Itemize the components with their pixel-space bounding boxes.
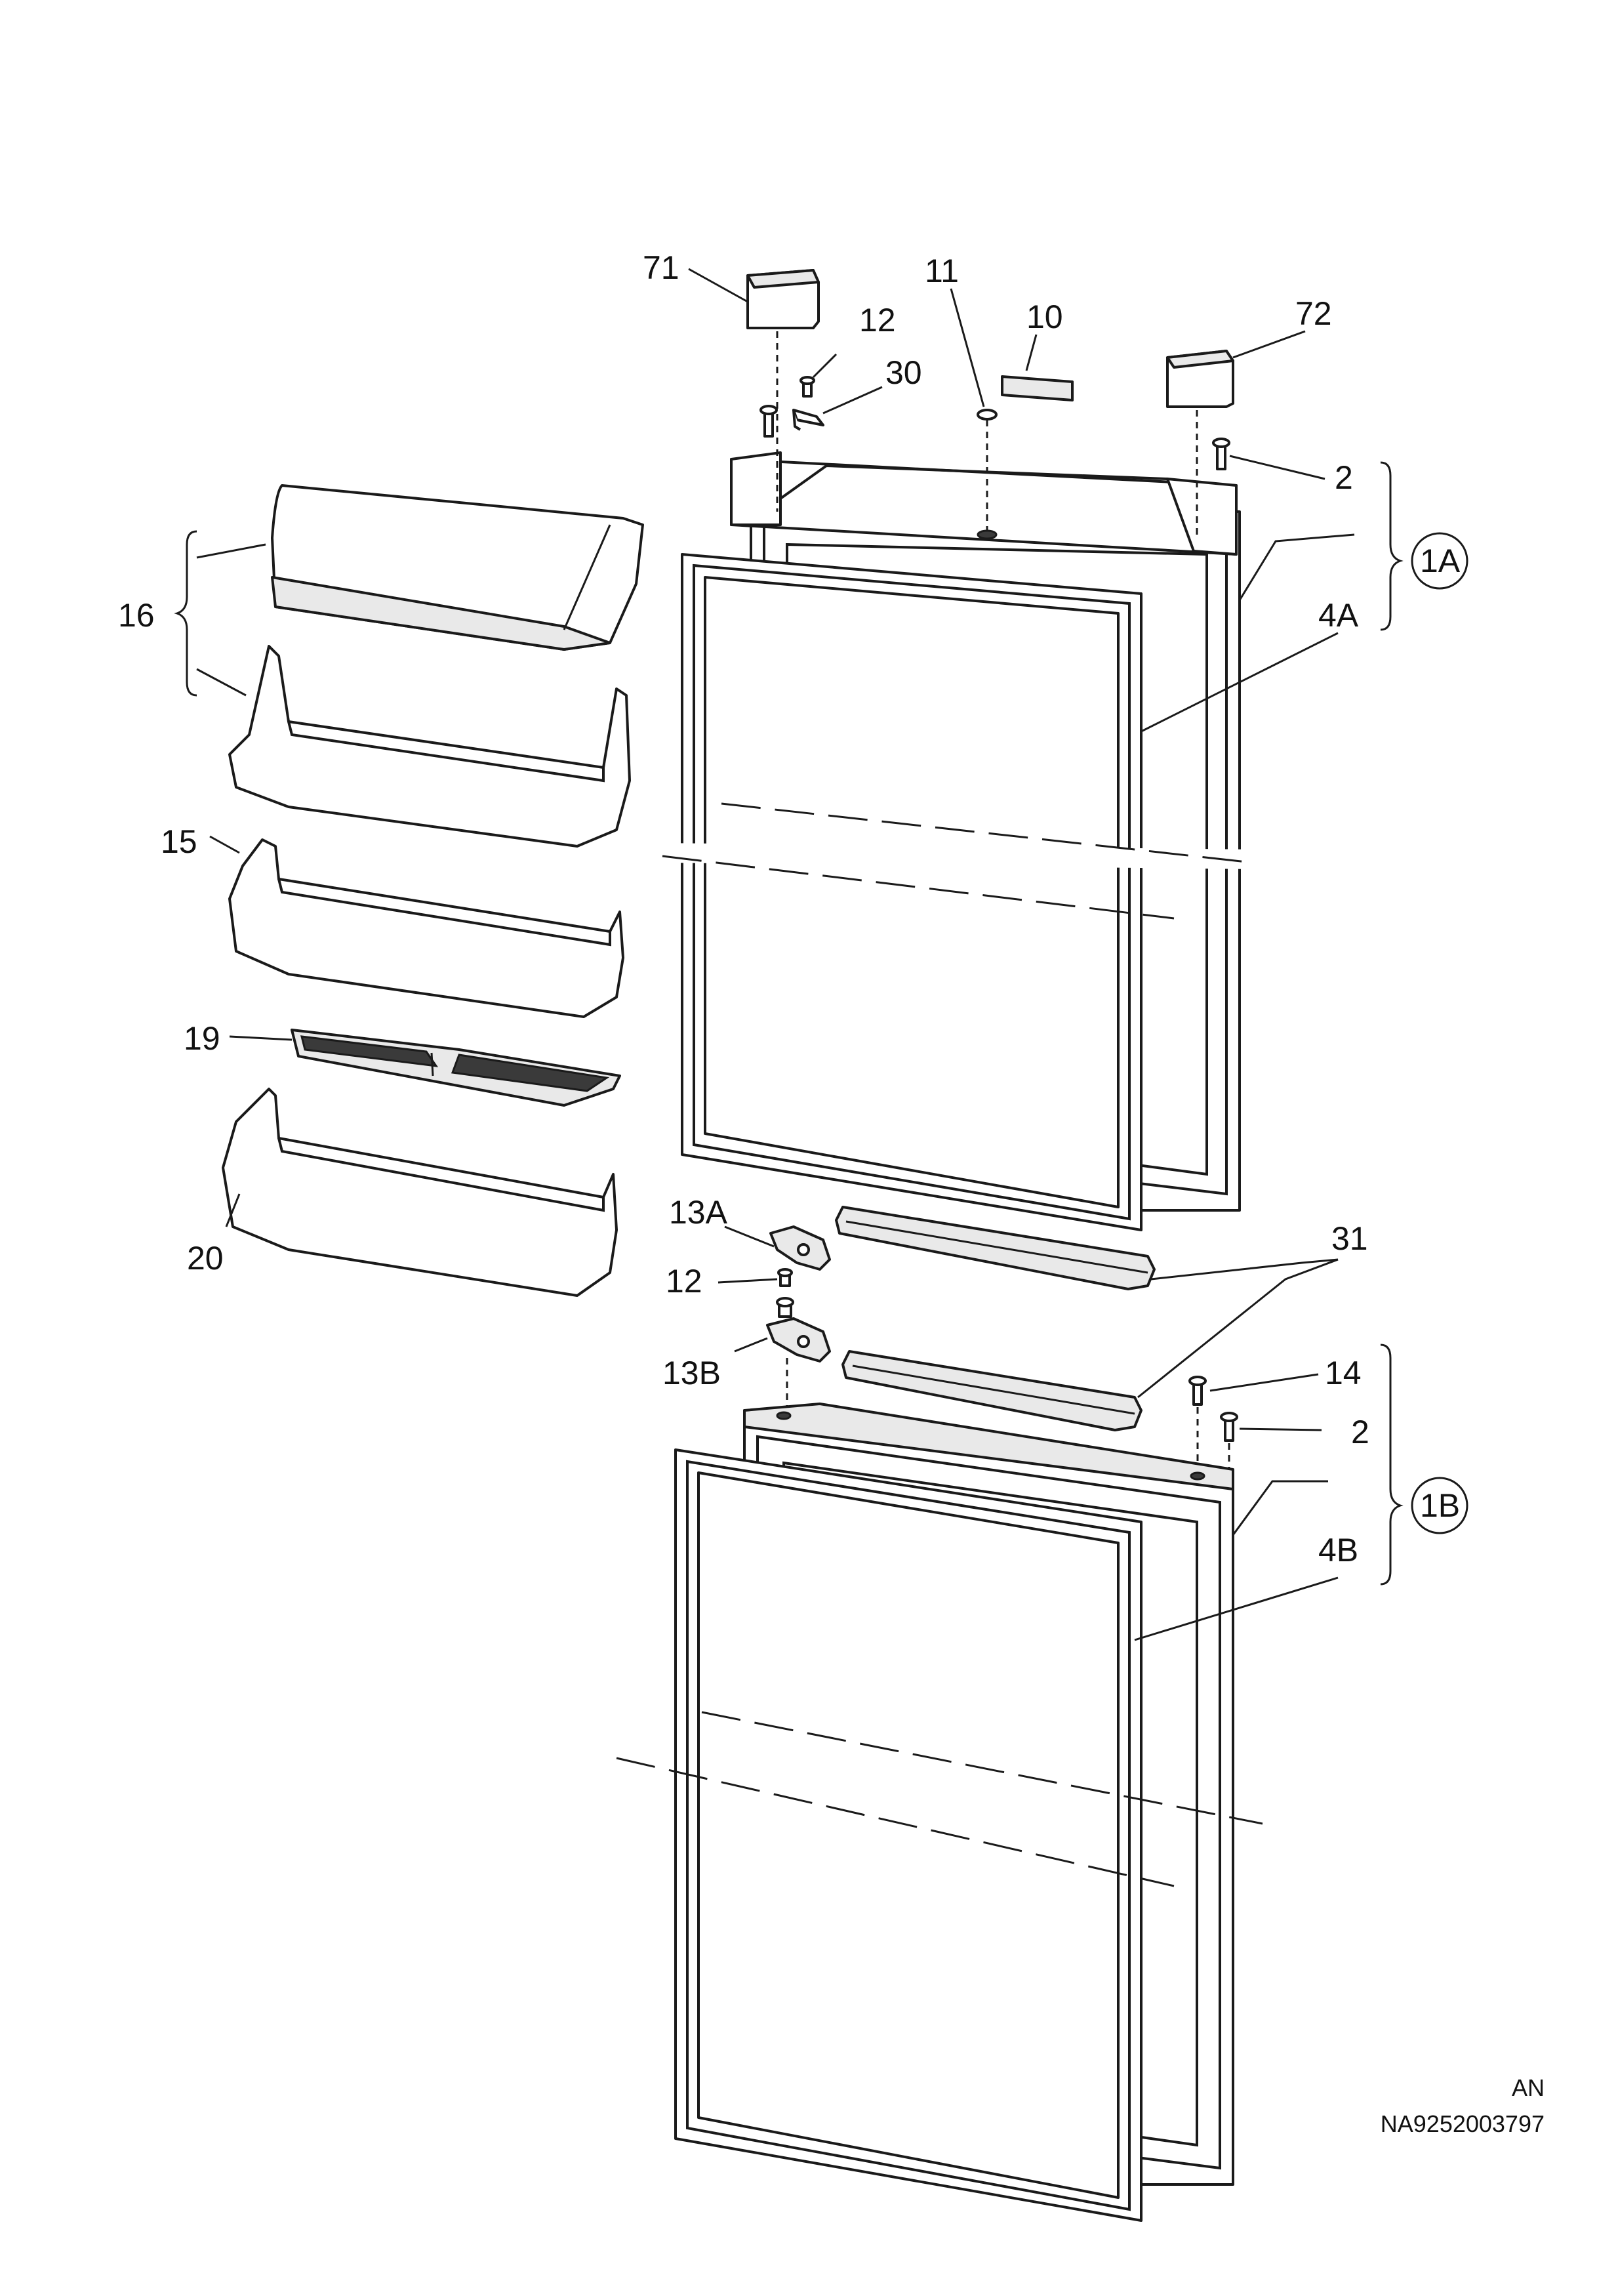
part-labels: 71 11 12 10 72 30 2 1A 4A 16 15 19 20 13… — [118, 249, 1461, 1568]
label-31: 31 — [1331, 1220, 1368, 1257]
part-16-dairy-tray — [228, 645, 631, 848]
brace-16 — [174, 530, 197, 697]
part-10-handle-plate — [1001, 375, 1074, 401]
part-30-pin — [792, 409, 824, 431]
part-14-screw — [1188, 1376, 1207, 1469]
part-13B-hinge — [766, 1317, 831, 1410]
part-2-screw-bottom — [1220, 1412, 1238, 1479]
callout-circle-1B — [1411, 1477, 1468, 1534]
part-31-handle-upper — [835, 1206, 1156, 1290]
label-14: 14 — [1325, 1355, 1362, 1391]
brace-1A — [1380, 461, 1404, 631]
upper-break-line — [662, 802, 1260, 920]
brace-1B — [1380, 1343, 1404, 1586]
part-12-screw-mid — [777, 1268, 793, 1287]
label-1A: 1A — [1420, 543, 1461, 579]
lower-break-line — [616, 1711, 1263, 1887]
label-30: 30 — [885, 354, 922, 391]
part-13A-hinge — [769, 1225, 831, 1271]
label-16: 16 — [118, 597, 155, 634]
callout-circle-1A — [1411, 532, 1468, 590]
label-2-top: 2 — [1335, 459, 1353, 496]
part-15-door-shelf — [228, 838, 624, 1018]
part-12-screw-top — [799, 376, 815, 398]
part-20-bottle-shelf — [222, 1088, 618, 1297]
part-31-handle-lower — [841, 1350, 1143, 1431]
part-16-dairy-cover — [271, 484, 644, 651]
label-71: 71 — [643, 249, 679, 286]
label-72: 72 — [1295, 295, 1332, 332]
label-12-mid: 12 — [666, 1263, 702, 1300]
part-72-hinge-cover — [1166, 350, 1234, 538]
label-11: 11 — [925, 253, 959, 289]
label-1B: 1B — [1420, 1487, 1460, 1524]
label-2-bottom: 2 — [1351, 1414, 1369, 1450]
label-20: 20 — [187, 1240, 224, 1277]
part-2-screw-top — [1212, 438, 1230, 470]
label-4B: 4B — [1318, 1532, 1358, 1568]
hinge-pin-mid — [776, 1297, 794, 1318]
part-11-plug — [977, 409, 998, 530]
label-12-top: 12 — [859, 302, 896, 338]
footer-code-an: AN — [1512, 2074, 1545, 2101]
footer-codes: AN NA9252003797 — [1381, 2074, 1545, 2137]
label-4A: 4A — [1318, 597, 1359, 634]
label-19: 19 — [184, 1020, 220, 1057]
lower-door-gasket — [674, 1448, 1143, 2222]
label-13A: 13A — [669, 1194, 728, 1231]
label-15: 15 — [161, 823, 197, 860]
part-19-bottle-rack — [291, 1029, 621, 1107]
label-10: 10 — [1026, 298, 1063, 335]
part-71-hinge-cover — [746, 269, 820, 512]
footer-code-number: NA9252003797 — [1381, 2110, 1545, 2137]
upper-door-gasket — [681, 553, 1143, 1231]
screw-left-top — [759, 405, 778, 438]
label-13B: 13B — [662, 1355, 721, 1391]
leader-lines — [196, 268, 1355, 1641]
